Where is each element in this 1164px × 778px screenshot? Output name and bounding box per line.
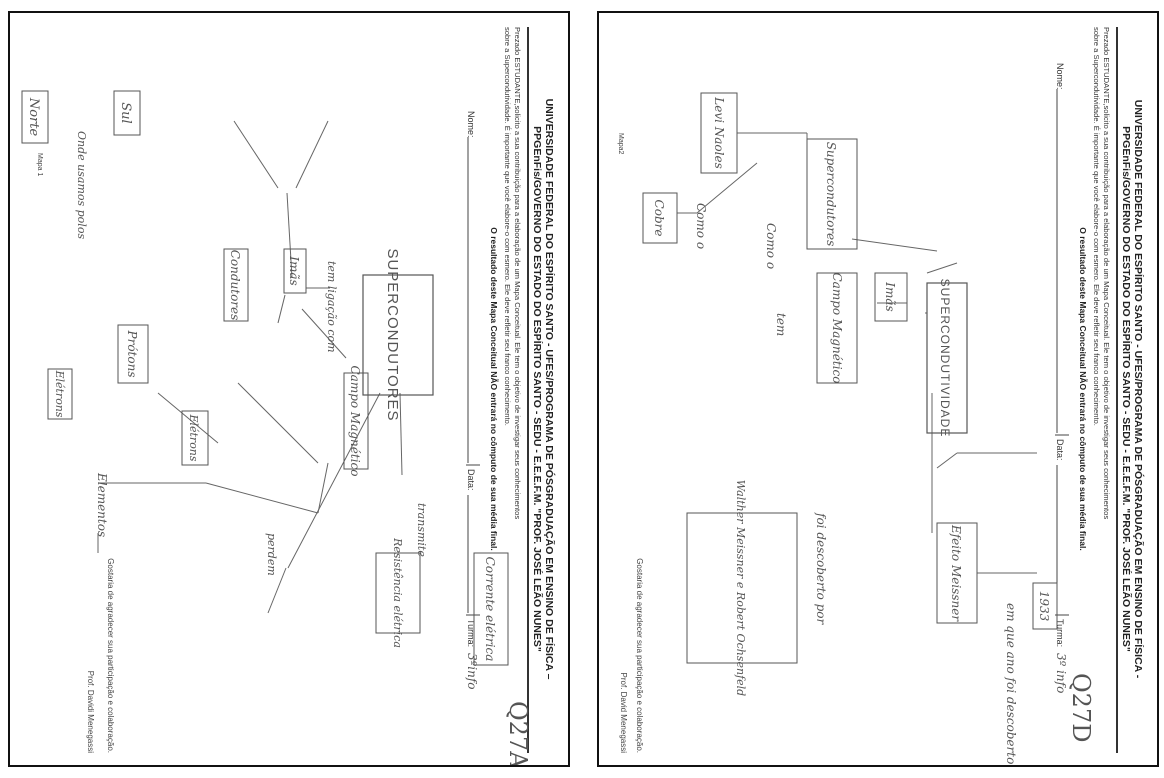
map1-header-university: UNIVERSIDADE FEDERAL DO ESPÍRITO SANTO -… (543, 99, 556, 680)
map1-node-norte (21, 90, 49, 144)
map1-class-label: Turma: (466, 619, 476, 647)
map1-name-label: Nome: (466, 111, 476, 138)
map1-node-protons-label: Prótons (125, 330, 139, 378)
map1-thanks: Gostaria de agradecer sua participação e… (106, 558, 115, 753)
map2-class-value: 3º info (1054, 653, 1068, 693)
concept-map-sheet-2: UNIVERSIDADE FEDERAL DO ESPÍRITO SANTO -… (597, 11, 1159, 767)
map2-intro-line1: Prezado ESTUDANTE,solicito a sua contrib… (1102, 27, 1111, 519)
map2-class-label: Turma: (1055, 619, 1065, 647)
map2-connectors (677, 132, 1037, 574)
map2-link-como1: Como o (764, 223, 778, 269)
map1-label: Mapa 1 (36, 153, 43, 176)
map2-node-cobre-label: Cobre (652, 200, 666, 237)
map2-intro-line2: sobre a Supercondutividade. É importante… (1092, 27, 1101, 426)
map2-thanks: Gostaria de agradecer sua participação e… (635, 558, 644, 753)
map2-node-levi-label: Levi Naoles (712, 96, 726, 168)
map1-node-norte-label: Norte (26, 97, 41, 137)
map2-note: O resultado deste Mapa Conceitual NÃO en… (1078, 227, 1088, 551)
map2-drawing: UNIVERSIDADE FEDERAL DO ESPÍRITO SANTO -… (617, 27, 1145, 765)
map1-node-imas (283, 248, 307, 294)
map2-link-descoberto: foi descoberto por (814, 512, 828, 625)
map1-link-perdem: perdem (265, 533, 278, 576)
map1-link-tem: tem ligação com (325, 261, 338, 353)
map1-node-eletrons-box-label: Elétrons (187, 413, 200, 461)
map2-central-label: SUPERCONDUTIVIDADE (938, 279, 952, 438)
map1-node-corrente-label: Corrente elétrica (483, 557, 497, 662)
map1-node-protons (117, 324, 149, 384)
map2-node-cobre (642, 192, 678, 244)
map2-node-efeito (936, 522, 978, 624)
map1-central-label: SUPERCONDUTORES (384, 248, 401, 421)
map2-node-campo (816, 272, 858, 384)
map2-code: Q27D (1067, 673, 1095, 742)
map1-connectors (97, 120, 403, 614)
map1-node-elementos: Elementos (95, 472, 109, 537)
map1-intro-line2: sobre a Supercondutividade. É importante… (503, 27, 512, 426)
map1-node-condutores (223, 248, 249, 322)
map2-node-ano-label: 1933 (1037, 591, 1051, 622)
map2-rotated-content: UNIVERSIDADE FEDERAL DO ESPÍRITO SANTO -… (599, 13, 1157, 765)
map2-link-tem: tem (774, 313, 788, 336)
map1-link-polos: Onde usamos polos (75, 131, 88, 239)
map1-node-resistencia (375, 552, 421, 634)
concept-map-sheet-1: UNIVERSIDADE FEDERAL DO ESPÍRITO SANTO -… (8, 11, 570, 767)
map1-node-corrente (473, 552, 509, 666)
map2-node-ano (1032, 582, 1058, 630)
map2-signature: Prof. David Menegassi (619, 673, 628, 754)
map1-node-resistencia-label: Resistência elétrica (391, 537, 404, 648)
map2-node-campo-label: Campo Magnético (830, 273, 844, 384)
map2-node-imas-label: Imãs (883, 281, 897, 311)
map1-node-sul-label: Sul (118, 102, 133, 123)
map2-node-efeito-label: Efeito Meissner (949, 524, 963, 622)
map2-header-university: UNIVERSIDADE FEDERAL DO ESPÍRITO SANTO -… (1132, 100, 1145, 679)
map1-link-transmite: transmite (415, 503, 428, 557)
map2-node-supercondutores (806, 138, 858, 250)
map1-node-campo (343, 372, 369, 470)
map1-node-eletrons2 (47, 368, 73, 420)
map1-note: O resultado deste Mapa Conceitual NÃO en… (489, 227, 499, 551)
map2-node-pessoas (686, 512, 798, 664)
map1-node-campo-label: Campo Magnético (348, 366, 362, 477)
map1-class-value: 3ºinfo (465, 653, 479, 690)
map2-node-levi (700, 92, 738, 174)
map2-header-program: PPGEnFis/GOVERNO DO ESTADO DO ESPÍRITO S… (1120, 126, 1133, 652)
map1-rotated-content: UNIVERSIDADE FEDERAL DO ESPÍRITO SANTO -… (10, 13, 568, 765)
map2-name-label: Nome: (1055, 63, 1065, 90)
map1-central-node (362, 274, 434, 396)
map2-node-supercondutores-label: Supercondutores (824, 142, 838, 247)
map2-date-label: Data: (1055, 439, 1065, 461)
map1-node-eletrons-box (181, 410, 209, 466)
map1-node-condutores-label: Condutores (228, 250, 242, 321)
map1-date-label: Data: (466, 469, 476, 491)
map2-node-pessoas-label: Walther Meissner e Robert Ochsenfeld (734, 480, 747, 696)
map1-code: Q27A (504, 701, 532, 765)
map2-label: Mapa2 (617, 133, 624, 155)
map2-central-node (926, 282, 968, 434)
map1-drawing: UNIVERSIDADE FEDERAL DO ESPÍRITO SANTO -… (21, 27, 556, 765)
map1-node-sul (113, 90, 141, 136)
map1-signature: Prof. Davidi Menegassi (86, 671, 95, 753)
map2-link-como2: Como o (694, 203, 708, 249)
map1-node-imas-label: Imãs (287, 255, 301, 285)
map2-link-pergunta: em que ano foi descoberto? (1004, 603, 1018, 765)
map1-header-program: PPGEnFis/GOVERNO DO ESTADO DO ESPÍRITO S… (531, 126, 544, 652)
map2-node-imas (874, 272, 908, 322)
map1-node-eletrons2-label: Elétrons (53, 369, 66, 417)
map1-intro-line1: Prezado ESTUDANTE,solicito a sua contrib… (513, 27, 522, 519)
